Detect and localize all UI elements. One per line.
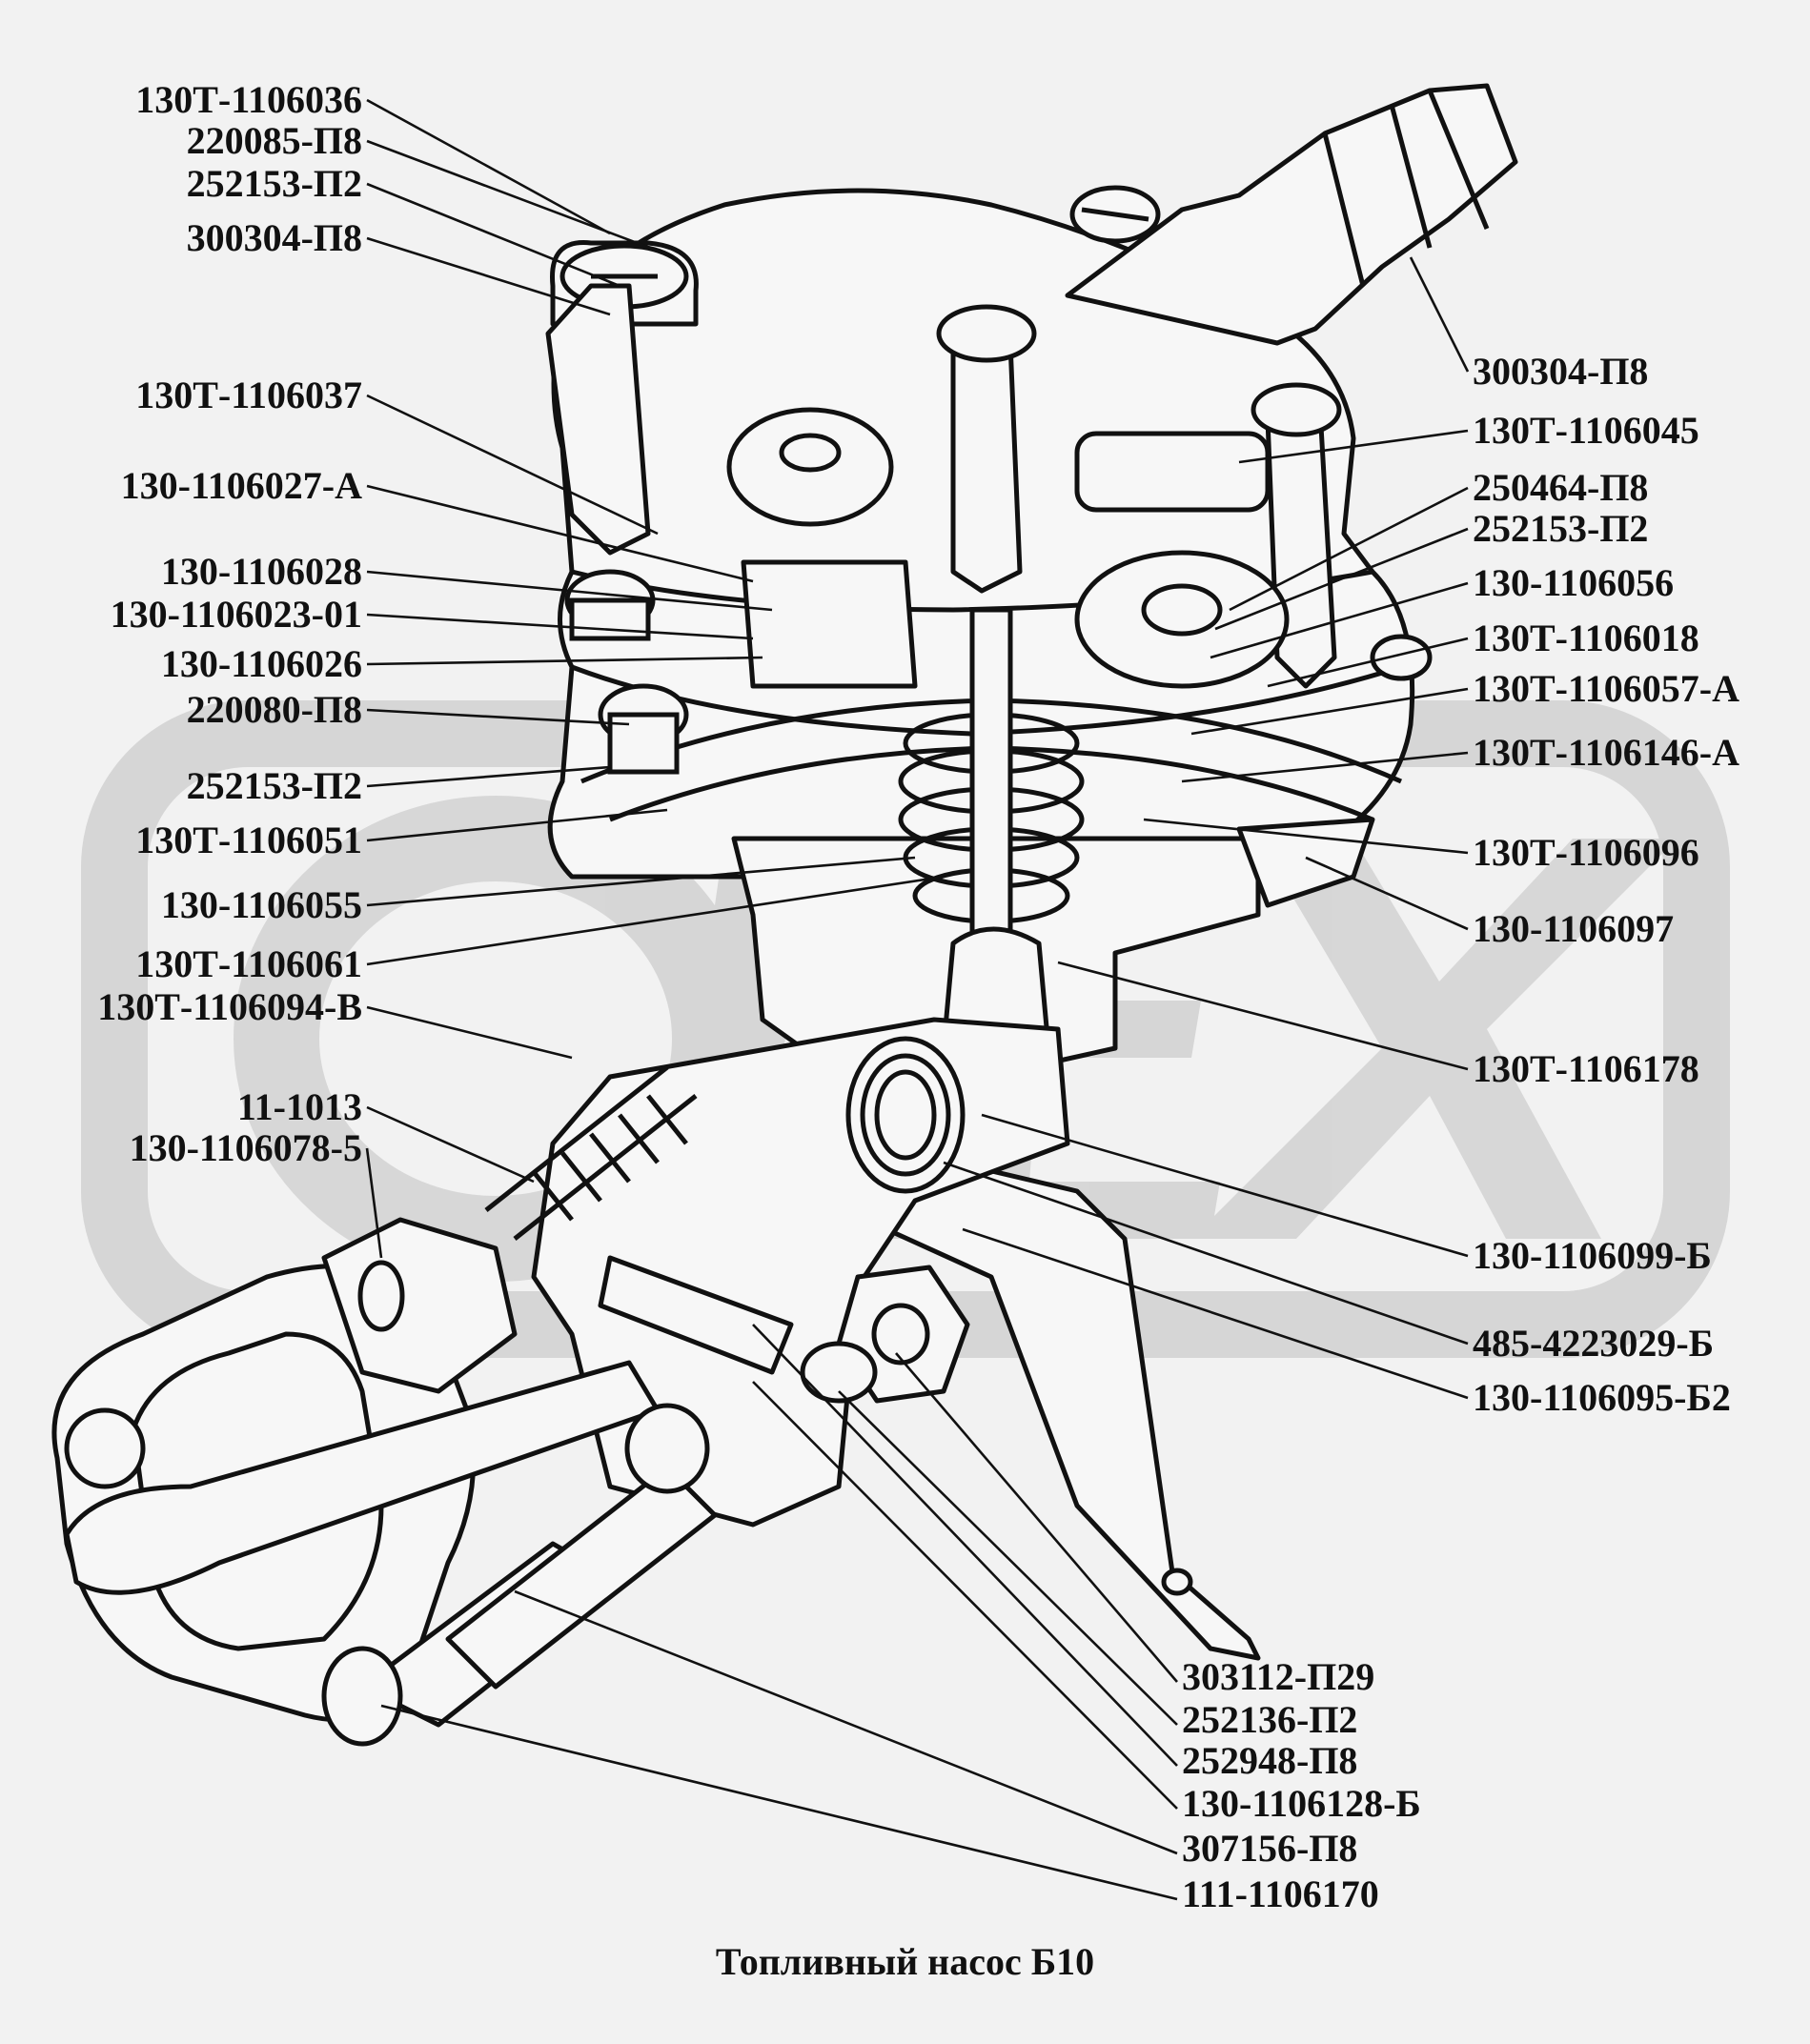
part-label: 300304-П8 xyxy=(186,216,362,259)
leader-line xyxy=(1409,256,1470,373)
leader-line xyxy=(1210,581,1469,659)
part-label: 130-1106095-Б2 xyxy=(1473,1376,1731,1419)
leader-line xyxy=(366,708,630,726)
part-label: 130-1106056 xyxy=(1473,561,1675,604)
leader-line xyxy=(366,875,945,966)
leader-line xyxy=(1305,856,1469,931)
part-label: 130-1106055 xyxy=(160,883,362,926)
leader-line xyxy=(1267,637,1469,688)
part-label: 220085-П8 xyxy=(186,119,362,162)
leader-line xyxy=(752,1381,1178,1810)
part-label: 130-1106026 xyxy=(160,642,362,685)
leader-line xyxy=(366,856,916,907)
part-label: 130Т-1106094-В xyxy=(97,985,362,1028)
part-label: 130-1106099-Б xyxy=(1473,1234,1712,1277)
leader-line xyxy=(366,236,611,316)
part-label: 130-1106028 xyxy=(160,550,362,593)
part-label: 130Т-1106061 xyxy=(135,942,362,985)
leader-line xyxy=(943,1161,1469,1346)
part-label: 130-1106078-5 xyxy=(129,1126,362,1169)
leader-line xyxy=(1238,429,1469,464)
part-label: 130-1106023-01 xyxy=(110,593,362,636)
part-label: 130Т-1106037 xyxy=(135,374,362,416)
leader-line xyxy=(365,1147,383,1259)
leader-line xyxy=(895,1352,1178,1683)
leader-line xyxy=(380,1704,1178,1901)
leader-line xyxy=(1190,687,1469,736)
part-label: 307156-П8 xyxy=(1182,1827,1358,1870)
leader-lines xyxy=(365,98,1470,1901)
part-label: 303112-П29 xyxy=(1182,1655,1375,1698)
leader-line xyxy=(366,182,620,288)
part-label: 130Т-1106018 xyxy=(1473,617,1699,659)
leader-line xyxy=(1229,486,1469,612)
part-label: 300304-П8 xyxy=(1473,350,1649,393)
part-label: 130-1106128-Б xyxy=(1182,1782,1421,1825)
part-label: 252948-П8 xyxy=(1182,1739,1358,1782)
part-label: 252153-П2 xyxy=(1473,507,1649,550)
leader-line xyxy=(962,1227,1469,1400)
leader-line xyxy=(514,1589,1178,1855)
leader-line xyxy=(1181,751,1469,783)
part-label: 250464-П8 xyxy=(1473,466,1649,509)
part-label: 130Т-1106045 xyxy=(1473,409,1699,452)
part-label: 130Т-1106036 xyxy=(135,78,362,121)
part-label: 11-1013 xyxy=(236,1085,362,1128)
part-label: 130Т-1106146-А xyxy=(1473,731,1739,774)
leader-line xyxy=(366,98,611,235)
figure-caption: Топливный насос Б10 xyxy=(715,1940,1095,1983)
leader-line xyxy=(366,139,663,254)
part-label: 130Т-1106057-А xyxy=(1473,667,1739,710)
leader-line xyxy=(752,1324,1178,1767)
part-label: 252136-П2 xyxy=(1182,1698,1358,1741)
leader-line xyxy=(366,394,659,536)
leader-line xyxy=(1057,961,1469,1071)
leader-line xyxy=(366,808,668,842)
leader-line xyxy=(1214,527,1469,631)
part-label: 130-1106027-А xyxy=(120,464,362,507)
leader-line xyxy=(366,613,754,640)
leader-line xyxy=(838,1390,1178,1726)
leader-line xyxy=(366,656,763,666)
part-label: 252153-П2 xyxy=(186,162,362,205)
leader-line xyxy=(366,484,754,583)
part-label: 485-4223029-Б xyxy=(1473,1322,1715,1365)
leader-line xyxy=(981,1113,1469,1258)
leader-line xyxy=(366,765,611,788)
part-label: 130Т-1106051 xyxy=(135,819,362,861)
pump-body xyxy=(51,83,1518,1747)
part-label: 252153-П2 xyxy=(186,764,362,807)
part-label: 111-1106170 xyxy=(1182,1872,1379,1915)
leader-line xyxy=(366,1105,535,1184)
leader-line xyxy=(366,1005,573,1060)
part-label: 130-1106097 xyxy=(1473,907,1675,950)
part-label: 130Т-1106096 xyxy=(1473,831,1699,874)
part-label: 220080-П8 xyxy=(186,688,362,731)
leader-line xyxy=(1143,818,1469,855)
leader-line xyxy=(366,570,773,612)
part-label: 130Т-1106178 xyxy=(1473,1047,1699,1090)
